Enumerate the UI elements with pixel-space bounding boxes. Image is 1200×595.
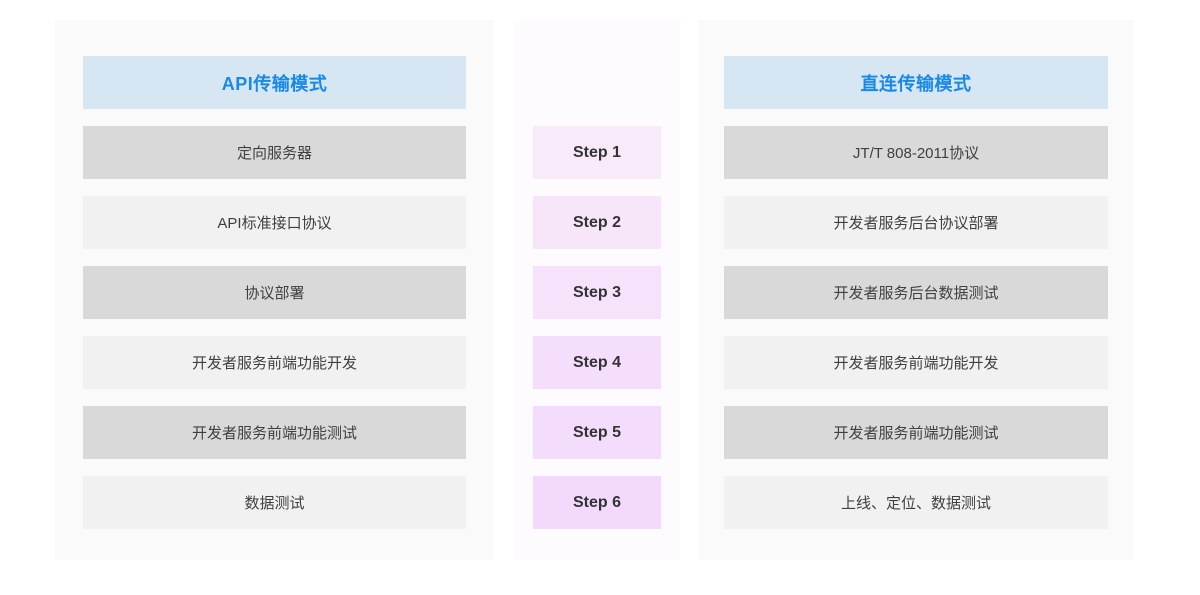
- direct-mode-step-row: 开发者服务前端功能开发: [724, 336, 1108, 389]
- direct-mode-panel: 直连传输模式 JT/T 808-2011协议 开发者服务后台协议部署 开发者服务…: [698, 20, 1134, 560]
- api-mode-step-row: 定向服务器: [83, 126, 466, 179]
- api-mode-step-row: 数据测试: [83, 476, 466, 529]
- step-chip-5: Step 5: [533, 406, 661, 459]
- api-mode-step-row: 开发者服务前端功能开发: [83, 336, 466, 389]
- api-mode-step-row: 开发者服务前端功能测试: [83, 406, 466, 459]
- direct-mode-step-row: 开发者服务后台协议部署: [724, 196, 1108, 249]
- step-index-panel: Step 1 Step 2 Step 3 Step 4 Step 5 Step …: [514, 20, 680, 560]
- step-chip-2: Step 2: [533, 196, 661, 249]
- api-mode-step-row: 协议部署: [83, 266, 466, 319]
- step-index-column: Step 1 Step 2 Step 3 Step 4 Step 5 Step …: [514, 20, 680, 529]
- direct-mode-column: 直连传输模式 JT/T 808-2011协议 开发者服务后台协议部署 开发者服务…: [698, 20, 1134, 529]
- step-chip-1: Step 1: [533, 126, 661, 179]
- step-chip-4: Step 4: [533, 336, 661, 389]
- direct-mode-step-row: 开发者服务后台数据测试: [724, 266, 1108, 319]
- api-mode-step-row: API标准接口协议: [83, 196, 466, 249]
- api-mode-panel: API传输模式 定向服务器 API标准接口协议 协议部署 开发者服务前端功能开发…: [55, 20, 494, 560]
- direct-mode-step-row: JT/T 808-2011协议: [724, 126, 1108, 179]
- step-chip-3: Step 3: [533, 266, 661, 319]
- step-column-spacer: [533, 20, 661, 109]
- direct-mode-header: 直连传输模式: [724, 56, 1108, 109]
- api-mode-header: API传输模式: [83, 56, 466, 109]
- api-mode-column: API传输模式 定向服务器 API标准接口协议 协议部署 开发者服务前端功能开发…: [55, 20, 494, 529]
- step-chip-6: Step 6: [533, 476, 661, 529]
- direct-mode-step-row: 开发者服务前端功能测试: [724, 406, 1108, 459]
- direct-mode-step-row: 上线、定位、数据测试: [724, 476, 1108, 529]
